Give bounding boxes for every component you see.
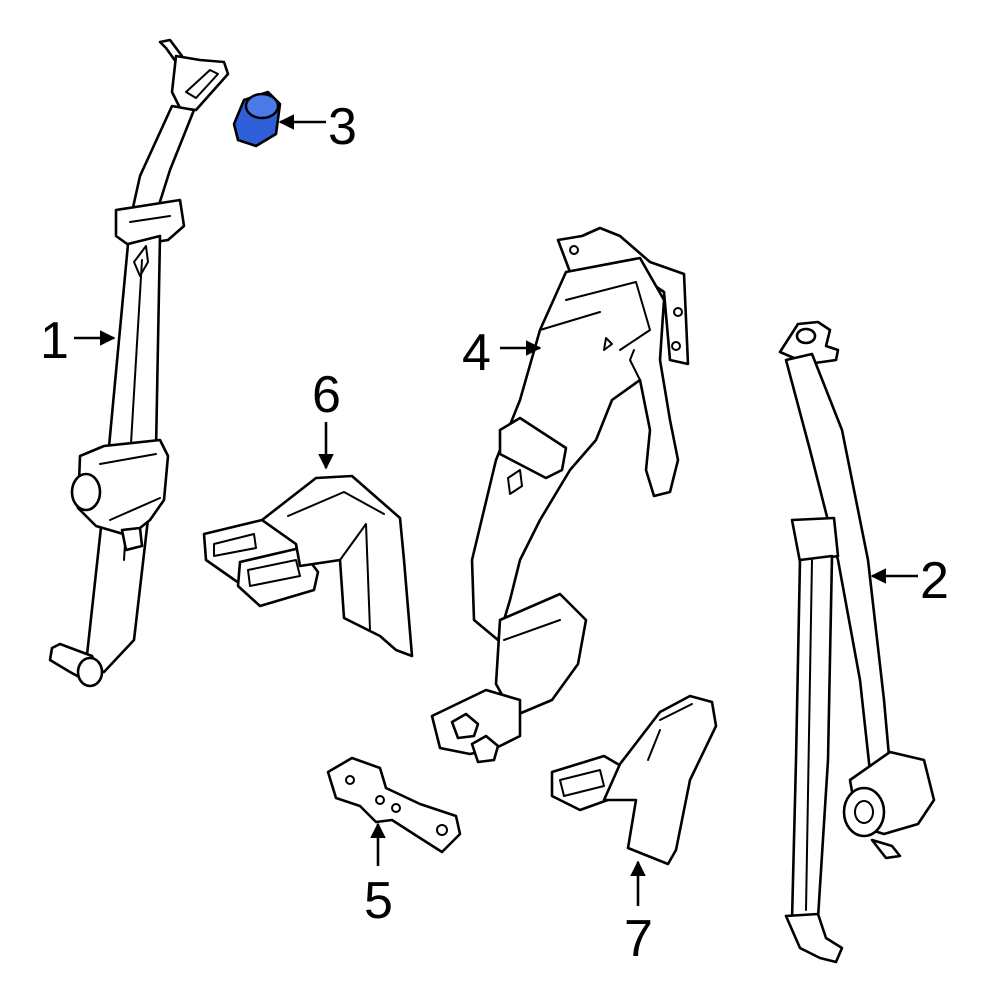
callout-5: 5 [364,872,393,930]
part-7-buckle-strap[interactable] [550,694,718,866]
part-2-seat-belt-right[interactable] [778,320,936,964]
callout-7: 7 [624,910,653,968]
callout-3: 3 [328,98,357,156]
callout-6: 6 [312,366,341,424]
callout-labels: 1 2 3 4 5 6 7 [40,98,949,968]
part-5-bracket[interactable] [326,756,462,854]
part-3-cap[interactable] [232,90,282,148]
part-6-buckle-strap[interactable] [202,474,414,658]
callout-arrows [74,114,918,906]
callout-4: 4 [462,324,491,382]
part-4-center-belt[interactable] [430,226,690,764]
callout-1: 1 [40,312,69,370]
part-1-seat-belt-left[interactable] [48,38,230,688]
callout-2: 2 [920,552,949,610]
